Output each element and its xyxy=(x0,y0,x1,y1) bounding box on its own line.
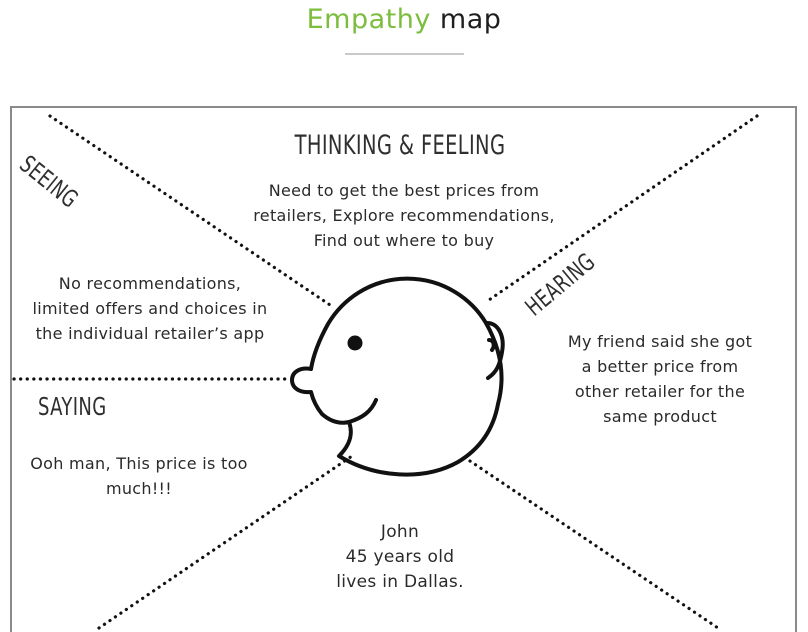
seeing-text: No recommendations, limited offers and c… xyxy=(10,271,290,346)
text-line: Ooh man, This price is too xyxy=(30,454,248,473)
divider-thinking-hearing xyxy=(484,114,759,304)
page-title: Empathy map xyxy=(0,4,808,35)
title-accent-word: Empathy xyxy=(306,4,431,35)
eye-dot xyxy=(347,335,363,351)
thinking-feeling-text: Need to get the best prices from retaile… xyxy=(219,178,589,253)
hearing-text: My friend said she got a better price fr… xyxy=(540,329,780,429)
title-underline xyxy=(345,53,464,55)
text-line: same product xyxy=(603,407,717,426)
text-line: much!!! xyxy=(105,479,172,498)
text-line: Need to get the best prices from xyxy=(268,181,540,200)
persona-head-icon xyxy=(290,276,505,477)
text-line: a better price from xyxy=(581,357,739,376)
text-line: other retailer for the xyxy=(574,382,746,401)
saying-text: Ooh man, This price is too much!!! xyxy=(14,451,264,501)
text-line: Find out where to buy xyxy=(313,231,495,250)
persona-name: John xyxy=(380,522,420,542)
text-line: retailers, Explore recommendations, xyxy=(253,206,555,225)
divider-hearing-persona xyxy=(468,459,720,630)
map-frame xyxy=(10,106,797,632)
text-line: limited offers and choices in xyxy=(32,299,268,318)
text-line: the individual retailer’s app xyxy=(35,324,265,343)
label-saying: SAYING xyxy=(38,392,107,421)
divider-seeing-thinking xyxy=(48,114,335,309)
mouth-curve xyxy=(347,398,378,424)
text-line: My friend said she got xyxy=(567,332,753,351)
divider-saying-persona xyxy=(97,454,354,630)
title-rest-word: map xyxy=(430,4,502,35)
text-line: No recommendations, xyxy=(58,274,242,293)
persona-location: lives in Dallas. xyxy=(336,572,464,592)
label-thinking-feeling: THINKING & FEELING xyxy=(294,130,506,161)
persona-details: John 45 years old lives in Dallas. xyxy=(300,520,500,595)
persona-age: 45 years old xyxy=(345,547,455,567)
ear-detail xyxy=(487,338,496,352)
